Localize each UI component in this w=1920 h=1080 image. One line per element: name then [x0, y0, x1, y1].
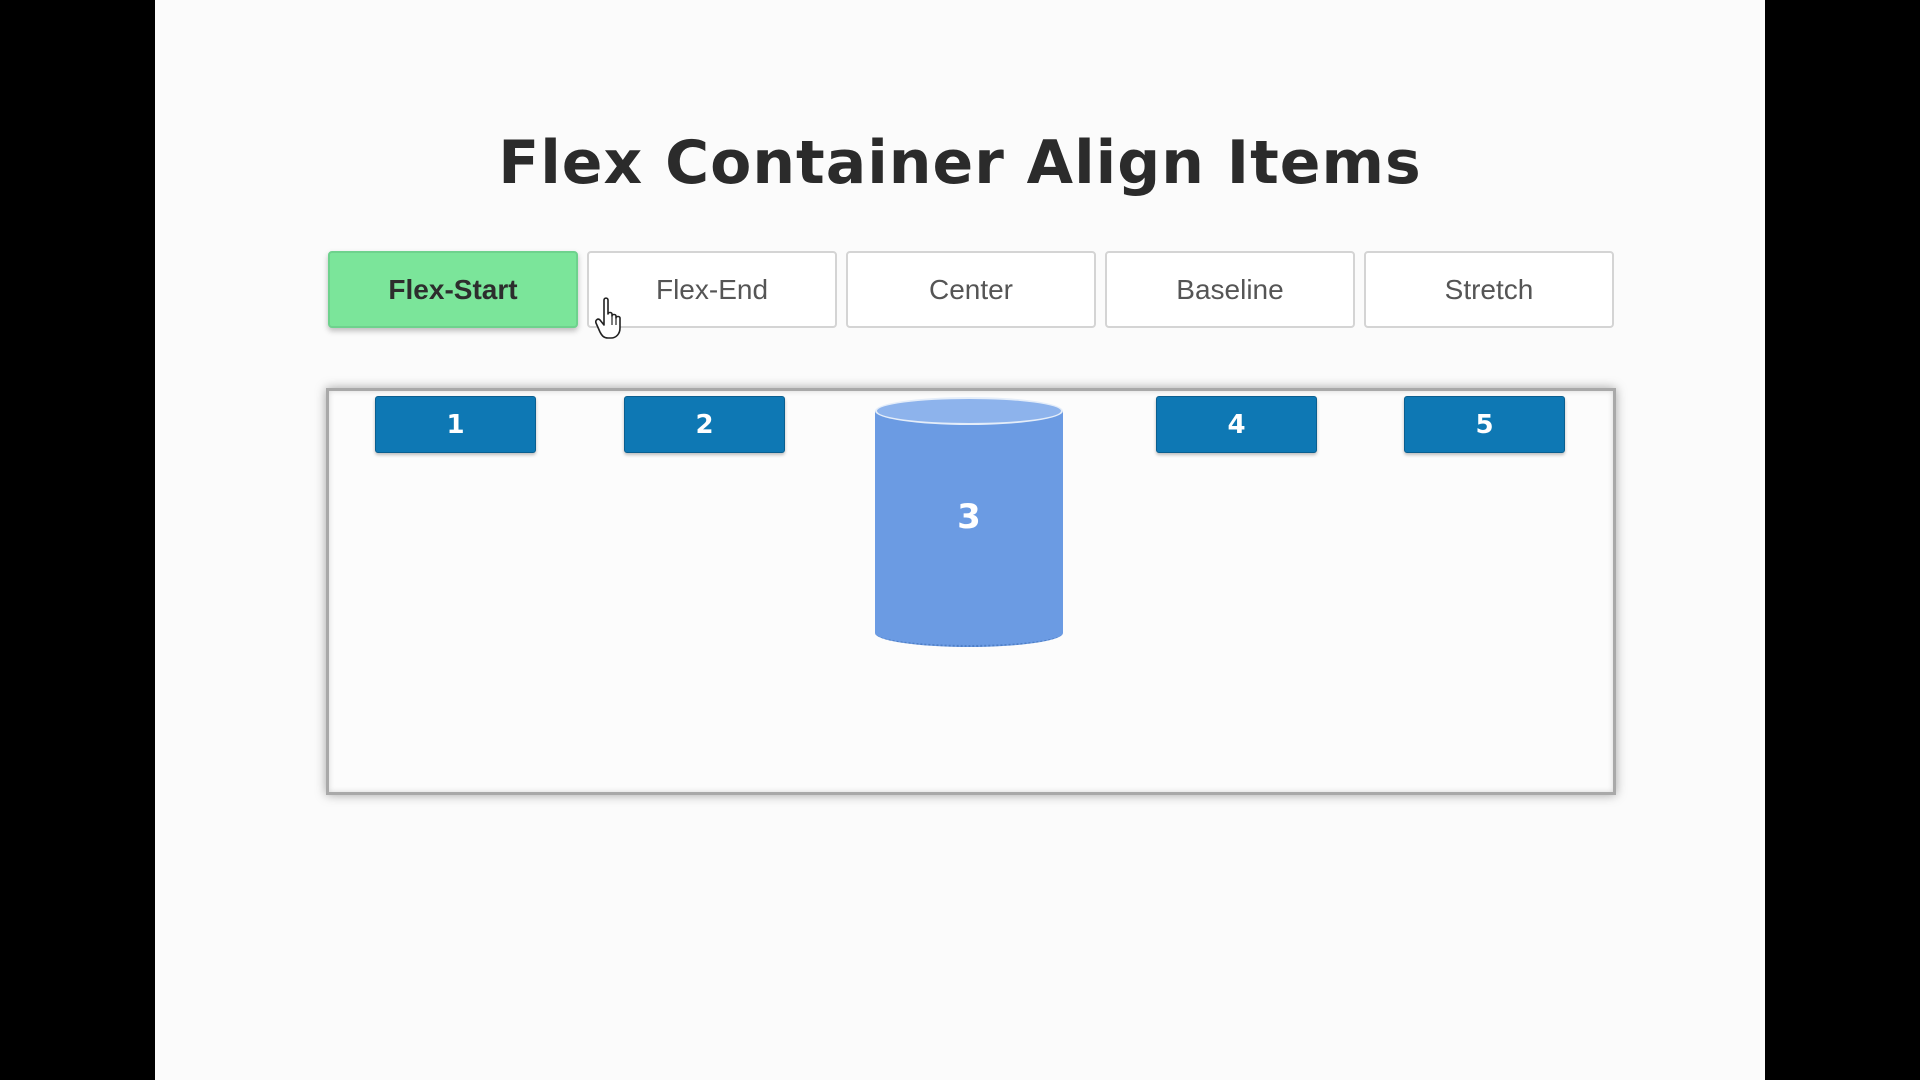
page-title: Flex Container Align Items [498, 128, 1422, 198]
stretch-button[interactable]: Stretch [1364, 251, 1614, 328]
flex-item-1: 1 [375, 396, 536, 453]
baseline-button[interactable]: Baseline [1105, 251, 1355, 328]
cylinder-body [875, 411, 1063, 633]
flex-item-2: 2 [624, 396, 785, 453]
flex-item-3-cylinder: 3 [875, 397, 1063, 647]
flex-item-4: 4 [1156, 396, 1317, 453]
cylinder-bottom [875, 619, 1063, 647]
flex-container-demo: 1 2 3 4 5 [326, 388, 1616, 795]
flex-start-button[interactable]: Flex-Start [328, 251, 578, 328]
align-items-options: Flex-Start Flex-End Center Baseline Stre… [328, 251, 1620, 328]
center-button[interactable]: Center [846, 251, 1096, 328]
flex-item-5: 5 [1404, 396, 1565, 453]
cylinder-top [875, 397, 1063, 425]
flex-end-button[interactable]: Flex-End [587, 251, 837, 328]
flex-item-3-label: 3 [957, 497, 981, 537]
page: Flex Container Align Items Flex-Start Fl… [155, 0, 1765, 1080]
